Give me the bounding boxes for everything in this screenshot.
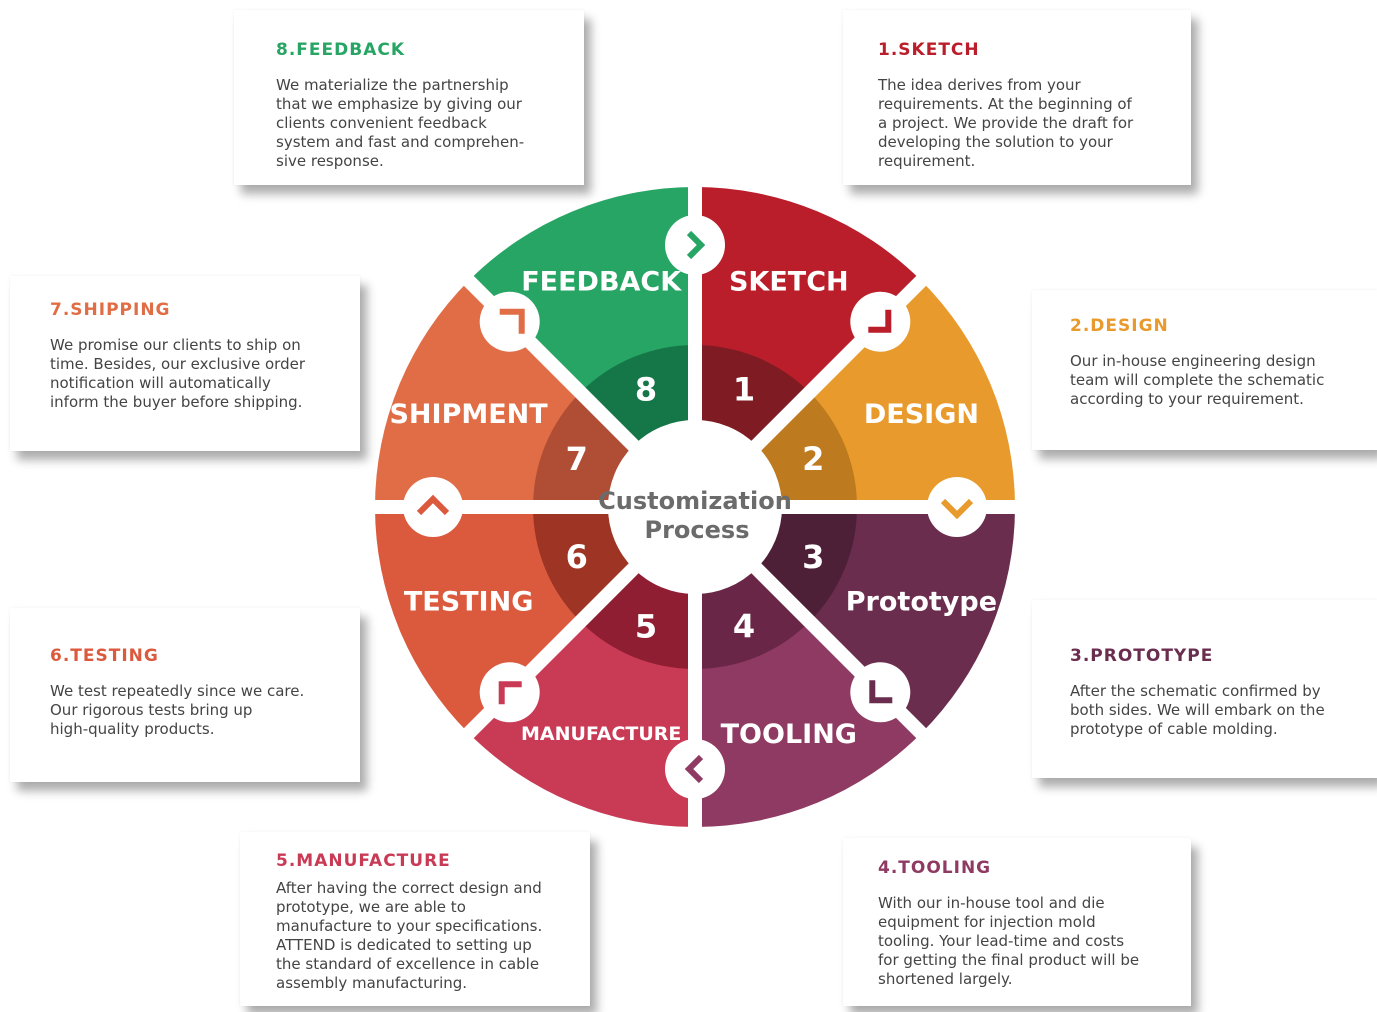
- chevron-down-icon-glyph: [940, 498, 974, 520]
- card-design-text: Our in-house engineering design team wil…: [1070, 352, 1325, 408]
- segment-label-manufacture: MANUFACTURE: [521, 723, 681, 745]
- wheel-icons: [403, 215, 987, 799]
- segment-number-3: 3: [802, 538, 824, 576]
- card-sketch-title: 1.SKETCH: [878, 40, 980, 60]
- segment-number-4: 4: [733, 607, 755, 645]
- card-shipping-text: We promise our clients to ship on time. …: [50, 336, 305, 411]
- segment-label-design: DESIGN: [864, 399, 979, 430]
- corner-bottom-left-icon: [479, 662, 540, 723]
- center-title-line2: Process: [645, 516, 750, 544]
- card-shipping-title: 7.SHIPPING: [50, 300, 171, 320]
- card-testing-text: We test repeatedly since we care. Our ri…: [50, 682, 305, 738]
- card-prototype-text: After the schematic confirmed by both si…: [1070, 682, 1325, 738]
- chevron-left-icon: [665, 739, 725, 799]
- chevron-up-icon: [403, 477, 463, 537]
- corner-top-left-icon: [479, 291, 540, 352]
- card-design: 2.DESIGN Our in-house engineering design…: [1032, 290, 1377, 450]
- corner-bottom-left-icon-glyph: [869, 680, 893, 704]
- card-tooling: 4.TOOLING With our in-house tool and die…: [843, 838, 1191, 1006]
- segment-number-1: 1: [733, 371, 755, 409]
- card-design-title: 2.DESIGN: [1070, 316, 1169, 336]
- card-tooling-title: 4.TOOLING: [878, 858, 992, 878]
- card-prototype: 3.PROTOTYPE After the schematic confirme…: [1032, 600, 1377, 778]
- card-shipping: 7.SHIPPING We promise our clients to shi…: [10, 276, 360, 451]
- arrow-right-icon: [665, 215, 725, 275]
- card-prototype-title: 3.PROTOTYPE: [1070, 646, 1214, 666]
- corner-bottom-left-icon-glyph: [498, 681, 522, 705]
- card-feedback: 8.FEEDBACK We materialize the partnershi…: [234, 10, 584, 185]
- card-sketch: 1.SKETCH The idea derives from your requ…: [843, 10, 1191, 185]
- center-circle: [608, 420, 782, 594]
- segment-label-sketch: SKETCH: [729, 266, 849, 297]
- card-manufacture: 5.MANUFACTURE After having the correct d…: [240, 832, 590, 1006]
- segment-label-tooling: TOOLING: [721, 719, 857, 750]
- segment-label-feedback: FEEDBACK: [521, 266, 682, 297]
- center-title-line1: Customization: [598, 487, 792, 515]
- segment-label-prototype: Prototype: [846, 587, 997, 618]
- card-sketch-text: The idea derives from your requirements.…: [878, 76, 1134, 170]
- card-feedback-text: We materialize the partnership that we e…: [276, 76, 525, 170]
- segment-number-7: 7: [566, 440, 588, 478]
- card-manufacture-text: After having the correct design and prot…: [276, 879, 543, 992]
- corner-top-left-icon-glyph: [499, 308, 525, 334]
- card-testing-title: 6.TESTING: [50, 646, 159, 666]
- segment-number-6: 6: [566, 538, 588, 576]
- corner-down-right-icon-glyph: [868, 309, 892, 333]
- card-feedback-title: 8.FEEDBACK: [276, 40, 405, 60]
- corner-down-right-icon: [850, 291, 911, 352]
- chevron-left-icon-glyph: [684, 754, 704, 784]
- segment-number-2: 2: [802, 440, 824, 478]
- wheel-numbers: 1 2 3 4 5 6 7 8: [566, 371, 825, 646]
- card-manufacture-title: 5.MANUFACTURE: [276, 851, 451, 871]
- chevron-down-icon: [927, 477, 987, 537]
- card-testing: 6.TESTING We test repeatedly since we ca…: [10, 608, 360, 782]
- corner-bottom-left-icon: [850, 662, 911, 723]
- segment-number-8: 8: [635, 371, 657, 409]
- arrow-right-icon-glyph: [686, 230, 706, 260]
- segment-label-testing: TESTING: [404, 587, 534, 618]
- chevron-up-icon-glyph: [416, 494, 450, 516]
- card-tooling-text: With our in-house tool and die equipment…: [878, 894, 1140, 988]
- segment-number-5: 5: [635, 607, 657, 645]
- segment-label-shipment: SHIPMENT: [389, 399, 548, 430]
